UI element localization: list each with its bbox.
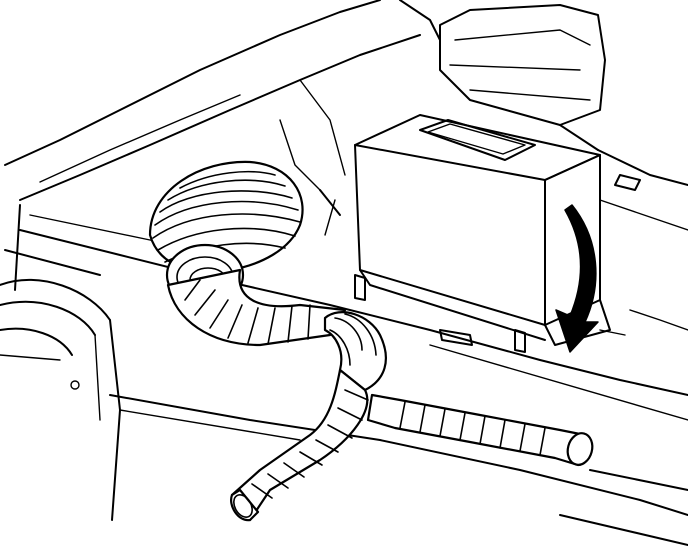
hose-rings-lower xyxy=(251,389,369,499)
rear-seat-back xyxy=(439,4,606,151)
hose-rings-upper xyxy=(152,170,301,263)
spare-tire-well xyxy=(0,278,121,521)
hose-rings-middle xyxy=(184,279,311,345)
duct-branch-tube xyxy=(366,393,594,467)
flow-arrow xyxy=(555,204,599,353)
flexible-duct-hose xyxy=(148,160,387,522)
branch-rings xyxy=(399,401,546,456)
heater-module-box xyxy=(354,114,611,346)
floor-panel xyxy=(4,0,688,546)
